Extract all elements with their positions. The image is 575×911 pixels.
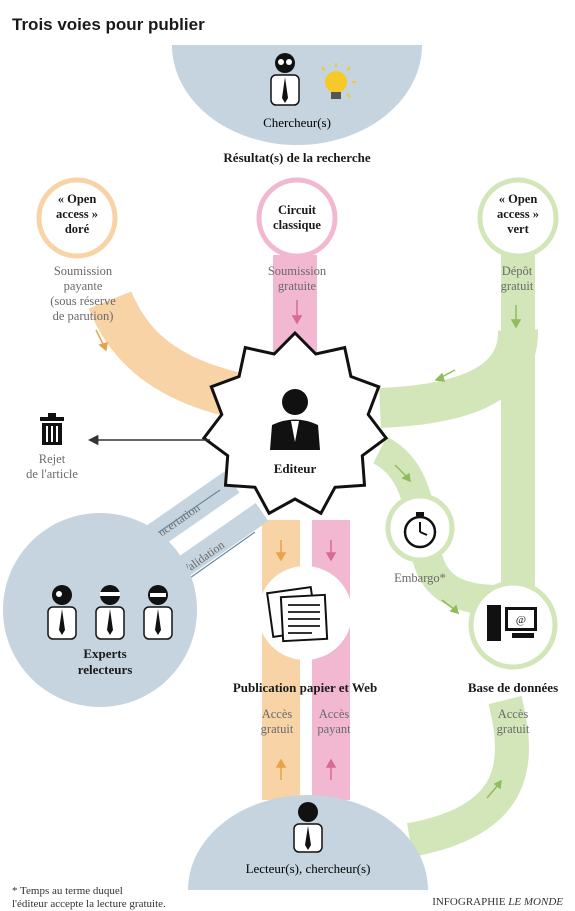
green-arrow-5 [486, 779, 502, 799]
chercheur-label: Chercheur(s) [263, 115, 331, 130]
orange-arrow-down [275, 540, 287, 562]
footnote-line-2: l'éditeur accepte la lecture gratuite. [12, 898, 166, 910]
acces-gratuit-1: Accès [262, 707, 293, 721]
rejet-line-2: de l'article [26, 467, 78, 481]
acces-gratuit-base-2: gratuit [497, 722, 530, 736]
reviewer-icon-1 [47, 585, 77, 640]
soumission-payante-3: (sous réserve [50, 294, 116, 308]
rejet-line-1: Rejet [39, 452, 66, 466]
oa-dore-line-2: access » [56, 207, 98, 221]
computer-icon: @ [487, 605, 537, 641]
green-arrow-4 [441, 599, 460, 615]
validation-arrow [179, 531, 256, 586]
oa-vert-node [477, 177, 559, 259]
credit-name: LE MONDE [507, 896, 563, 908]
circuit-line-2: classique [273, 218, 321, 232]
green-arrow-1 [510, 305, 522, 329]
oa-vert-line-1: « Open [499, 192, 538, 206]
svg-text:@: @ [516, 614, 526, 626]
band-oa-vert-curve [379, 329, 538, 428]
band-oa-dore [88, 290, 241, 418]
stopwatch-icon [403, 512, 437, 549]
base-label: Base de données [468, 680, 558, 695]
circuit-classique-node [256, 177, 338, 259]
resultats-label: Résultat(s) de la recherche [223, 150, 370, 165]
oa-vert-line-3: vert [507, 222, 529, 236]
trash-icon [40, 413, 64, 445]
soumission-gratuite-2: gratuite [278, 279, 317, 293]
orange-arrow-up [275, 758, 287, 780]
acces-gratuit-2: gratuit [261, 722, 294, 736]
oa-dore-line-3: doré [65, 222, 90, 236]
lecteur-label: Lecteur(s), chercheur(s) [246, 861, 371, 876]
orange-arrow-1 [95, 329, 108, 352]
pink-arrow-1 [291, 300, 303, 325]
embargo-label: Embargo* [394, 571, 446, 585]
depot-gratuit-2: gratuit [501, 279, 534, 293]
depot-gratuit-1: Dépôt [502, 264, 533, 278]
editor-icon [270, 389, 320, 450]
acces-payant-1: Accès [319, 707, 350, 721]
footnote-line-1: * Temps au terme duquel [12, 885, 123, 897]
soumission-payante-4: de parution) [53, 309, 114, 323]
soumission-payante-1: Soumission [54, 264, 113, 278]
newspaper-icon [266, 586, 329, 643]
researcher-icon [270, 53, 300, 106]
reader-icon [293, 802, 323, 853]
circuit-line-1: Circuit [278, 203, 317, 217]
reviewer-icon-3 [143, 585, 173, 640]
green-arrow-3 [394, 464, 411, 483]
soumission-gratuite-1: Soumission [268, 264, 327, 278]
editeur-label: Editeur [274, 461, 317, 476]
credit: INFOGRAPHIE LE MONDE [432, 896, 563, 908]
soumission-payante-2: payante [64, 279, 103, 293]
acces-gratuit-base-1: Accès [498, 707, 529, 721]
lightbulb-icon [321, 63, 356, 99]
band-base-to-reader [406, 695, 529, 857]
experts-line-1: Experts [83, 646, 126, 661]
title: Trois voies pour publier [12, 15, 205, 34]
green-arrow-2 [434, 369, 456, 382]
pink-arrow-up [325, 758, 337, 780]
credit-prefix: INFOGRAPHIE [432, 896, 506, 908]
oa-dore-node [36, 177, 118, 259]
oa-vert-line-2: access » [497, 207, 539, 221]
reviewer-icon-2 [95, 585, 125, 640]
experts-line-2: relecteurs [78, 662, 133, 677]
acces-payant-2: payant [317, 722, 351, 736]
publication-label: Publication papier et Web [233, 680, 377, 695]
pink-arrow-down [325, 540, 337, 562]
oa-dore-line-1: « Open [58, 192, 97, 206]
